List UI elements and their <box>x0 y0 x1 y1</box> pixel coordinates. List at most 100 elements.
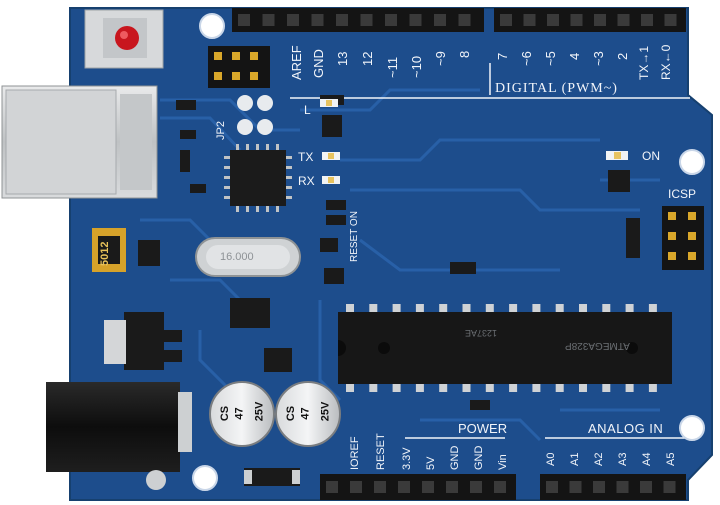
power-jack <box>46 382 192 490</box>
chip-marking: ATMEGA328P <box>565 340 630 351</box>
traces <box>120 88 660 442</box>
chip-pin <box>439 304 448 312</box>
chip-pin <box>439 384 448 392</box>
chip-pin <box>392 304 401 312</box>
diode <box>244 468 300 486</box>
header-pin-hole <box>494 481 506 493</box>
led-rx-label: RX <box>298 174 315 188</box>
header-pin-hole <box>616 481 629 493</box>
header-pin-hole <box>287 14 299 26</box>
chip-pin <box>485 384 494 392</box>
reset-button <box>84 9 164 69</box>
pin-label: GND <box>473 445 485 470</box>
header-pin-hole <box>446 481 458 493</box>
pin-label: 4 <box>567 52 582 60</box>
chip-pin <box>415 384 424 392</box>
chip-pin <box>648 384 657 392</box>
chip-pin <box>555 304 564 312</box>
chip-pin <box>462 384 471 392</box>
power-title: POWER <box>458 421 508 436</box>
header-pin-hole <box>360 14 373 26</box>
chip-pin <box>462 304 471 312</box>
header-pin-hole <box>434 14 446 26</box>
pin-label: ~6 <box>519 51 534 66</box>
digital-title: DIGITAL (PWM~) <box>495 81 618 96</box>
pin-label: ~9 <box>433 51 448 66</box>
jp2-label: JP2 <box>215 121 227 140</box>
icsp-label: ICSP <box>668 187 697 201</box>
header-pin-hole <box>640 481 652 493</box>
regulator-marking: 5012 <box>99 241 111 266</box>
cap2-text-25v: 25V <box>319 401 332 422</box>
pin-label: 2 <box>615 52 630 60</box>
capacitor-1 <box>209 381 275 447</box>
mounting-holes <box>192 13 705 491</box>
header-pin-hole <box>547 14 559 26</box>
gnd-top-label: GND <box>311 49 326 78</box>
chip-pin <box>369 384 378 392</box>
analog-header <box>540 474 686 500</box>
digital-header-right <box>494 8 686 32</box>
header-pin-hole <box>398 481 410 493</box>
pin-label: A0 <box>545 452 557 466</box>
header-pin-hole <box>470 481 482 493</box>
pin-label: IOREF <box>349 436 361 470</box>
pin-label: ~5 <box>543 51 558 66</box>
pin-label: ~3 <box>591 51 606 66</box>
voltage-regulator <box>104 312 164 370</box>
chip-pin <box>625 384 634 392</box>
header-pin-hole <box>326 481 338 493</box>
leds <box>320 99 628 184</box>
jp2-pads <box>237 95 273 135</box>
header-pin-hole <box>570 14 583 26</box>
chip-marking-2: 1237AE <box>465 328 498 338</box>
led-tx-label: TX <box>298 150 314 164</box>
chip-pin <box>346 384 354 392</box>
power-header <box>320 474 516 500</box>
reset-on-label: RESET ON <box>349 211 360 262</box>
header-pin-hole <box>409 14 422 26</box>
header-pin-hole <box>385 14 397 26</box>
chip-pin <box>602 384 611 392</box>
pin-label: A4 <box>641 452 653 466</box>
header-pin-hole <box>663 481 676 493</box>
chip-pin <box>579 384 587 392</box>
header-pin-hole <box>374 481 386 493</box>
header-pin-hole <box>617 14 630 26</box>
pin-label: 3.3V <box>401 447 413 470</box>
header-pin-hole <box>458 14 471 26</box>
pin-label: 8 <box>457 50 472 58</box>
header-pin-hole <box>664 14 677 26</box>
chip-pin <box>509 384 518 392</box>
pin-label: 5V <box>425 456 437 470</box>
header-pin-hole <box>641 14 653 26</box>
pin-label: RESET <box>375 433 387 470</box>
usb-connector <box>1 85 158 199</box>
pin-label: 12 <box>360 51 375 66</box>
silk-lines <box>290 63 690 439</box>
header-pin-hole <box>546 481 558 493</box>
cap1-text-25v: 25V <box>253 401 266 422</box>
pin-label: A1 <box>569 452 581 466</box>
chip-pin <box>648 304 657 312</box>
header-pin-hole <box>350 481 362 493</box>
header-pin-hole <box>593 481 605 493</box>
header-pin-hole <box>311 14 324 26</box>
chip-pin <box>346 304 354 312</box>
pin-label: A5 <box>665 452 677 466</box>
chip-pin <box>369 304 378 312</box>
pin-label: A3 <box>617 452 629 466</box>
header-pin-hole <box>594 14 606 26</box>
pin-label: A2 <box>593 452 605 466</box>
chip-pin <box>509 304 518 312</box>
chip-pin <box>532 304 541 312</box>
header-pin-hole <box>336 14 348 26</box>
led-l-label: L <box>304 103 311 117</box>
atmega-chip <box>338 312 672 384</box>
chip-pin <box>555 384 564 392</box>
cap2-text-47: 47 <box>299 407 312 420</box>
pin-label: RX←0 <box>659 44 673 80</box>
pin-label: ~11 <box>385 56 400 78</box>
